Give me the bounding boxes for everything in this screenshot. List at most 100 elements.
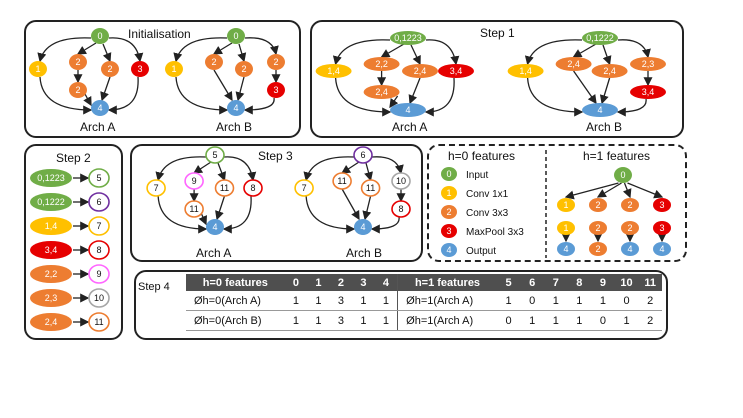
table-cell: 0: [496, 310, 521, 331]
node-init-arch_b-n3: 3: [267, 82, 285, 98]
h1-tree-row3-node-0: 4: [557, 242, 575, 256]
node-init-arch_a-n2b: 2: [69, 82, 87, 98]
node-step1-arch_b-n4: 4: [582, 103, 618, 117]
table-col-header: 4: [374, 274, 398, 291]
node-step1-arch_a-n3-label: 3,4: [450, 66, 463, 76]
node-step1-arch_a-n4: 4: [390, 103, 426, 117]
node-step3-arch_a-n3: 8: [243, 179, 263, 197]
node-step3-arch_b-n1: 7: [294, 179, 314, 197]
node-step3-arch_a-n2c: 11: [214, 179, 235, 197]
h1-tree-row3-node-3: 4: [653, 242, 671, 256]
node-step1-arch_b-n2b-label: 2,4: [603, 66, 616, 76]
node-init-arch_b-n3-label: 3: [273, 85, 278, 95]
edge: [380, 43, 405, 58]
h1-tree-row3-node-2-label: 4: [627, 244, 632, 254]
table-cell: 1: [284, 291, 308, 311]
node-step1-arch_b-n3: 3,4: [630, 85, 666, 99]
step2-source-node-2: 1,4: [30, 217, 72, 235]
node-step3-arch_a-n1-label: 7: [154, 183, 159, 193]
edge: [83, 93, 92, 107]
node-step3-arch_a-n4: 4: [206, 219, 224, 235]
h1-tree-row1-node-0: 1: [557, 198, 575, 212]
table-col-header: 8: [567, 274, 592, 291]
step2-target-node-4: 9: [88, 264, 110, 284]
table-cell: 1: [307, 310, 330, 331]
node-step3-arch_b-n4-label: 4: [360, 222, 365, 232]
node-step1-arch_b-n2a-label: 2,4: [567, 59, 580, 69]
step2-target-node-3-label: 8: [96, 245, 101, 255]
edge: [616, 98, 647, 117]
edge: [107, 76, 139, 115]
step2-source-node-3-label: 3,4: [45, 245, 58, 255]
node-init-arch_b-n2c-label: 2: [273, 57, 278, 67]
table-cell: 1: [496, 291, 521, 311]
edge: [212, 42, 233, 55]
node-step1-arch_a-n2c: 2,4: [402, 64, 438, 78]
h1-tree-root-label: 0: [620, 170, 625, 180]
edge: [596, 182, 622, 198]
step2-source-node-1: 0,1222: [30, 193, 72, 211]
node-step1-arch_a-n2a-label: 2,2: [375, 59, 388, 69]
node-init-arch_b-n2a-label: 2: [211, 57, 216, 67]
table-cell: 1: [567, 291, 592, 311]
row-h1-label: Øh=1(Arch A): [397, 291, 497, 311]
step2-title: Step 2: [56, 151, 91, 165]
node-step3-arch_b-n2c-label: 10: [396, 176, 406, 186]
node-step3-arch_a-n2b: 11: [184, 200, 204, 218]
init-arch-a-label: Arch A: [80, 120, 115, 134]
edge: [622, 182, 632, 199]
edge: [305, 195, 356, 234]
step2-panel: [24, 144, 123, 340]
table-cell: 1: [591, 291, 615, 311]
step2-source-node-2-label: 1,4: [45, 221, 58, 231]
node-init-arch_b-n2b: 2: [235, 61, 253, 77]
table-cell: 0: [591, 310, 615, 331]
legend-panel: [427, 144, 687, 262]
edge: [198, 212, 207, 226]
row-h0-label: Øh=0(Arch A): [186, 291, 285, 311]
node-step1-arch_a-n0: 0,1223: [390, 31, 426, 45]
legend-item-id: 0: [446, 169, 451, 179]
step3-arch-a-label: Arch A: [196, 246, 231, 260]
node-step3-arch_b-n2a-label: 11: [337, 176, 346, 186]
node-step3-arch_a-n0-label: 5: [212, 150, 217, 160]
table-col-header: 11: [638, 274, 662, 291]
node-init-arch_a-n2b-label: 2: [75, 85, 80, 95]
node-init-arch_a-n1: 1: [29, 61, 47, 77]
node-step1-arch_a-n2b-label: 2,4: [375, 87, 388, 97]
h1-tree-row3-node-0-label: 4: [563, 244, 568, 254]
table-cell: 1: [352, 291, 375, 311]
edge: [524, 39, 583, 66]
step1-panel: [310, 20, 684, 138]
edge: [215, 195, 226, 221]
edge: [155, 156, 207, 182]
node-init-arch_a-n2c: 2: [101, 61, 119, 77]
step2-target-node-5-label: 10: [94, 293, 104, 303]
node-init-arch_a-n3-label: 3: [137, 64, 142, 74]
table-col-header: 1: [307, 274, 330, 291]
node-init-arch_b-n0-label: 0: [233, 31, 238, 41]
step4-title: Step 4: [138, 281, 170, 293]
step4-panel: [134, 270, 668, 340]
node-step1-arch_b-n3-label: 3,4: [642, 87, 655, 97]
h1-tree-row1-node-2-label: 2: [627, 200, 632, 210]
step2-target-node-0: 5: [88, 168, 110, 188]
edge: [599, 77, 611, 105]
node-step1-arch_b-n1: 1,4: [507, 64, 544, 78]
node-step3-arch_b-n1-label: 7: [302, 183, 307, 193]
step2-target-node-6: 11: [88, 312, 110, 332]
edge: [408, 77, 421, 105]
node-init-arch_a-n2a-label: 2: [75, 57, 80, 67]
table-cell: 1: [543, 310, 568, 331]
step2-source-node-5: 2,3: [30, 289, 72, 307]
h1-tree-row3-node-2: 4: [621, 242, 639, 256]
node-step1-arch_a-n2c-label: 2,4: [414, 66, 427, 76]
table-cell: 1: [520, 310, 544, 331]
legend-item-id: 1: [446, 188, 451, 198]
node-step3-arch_a-n1: 7: [146, 179, 166, 197]
